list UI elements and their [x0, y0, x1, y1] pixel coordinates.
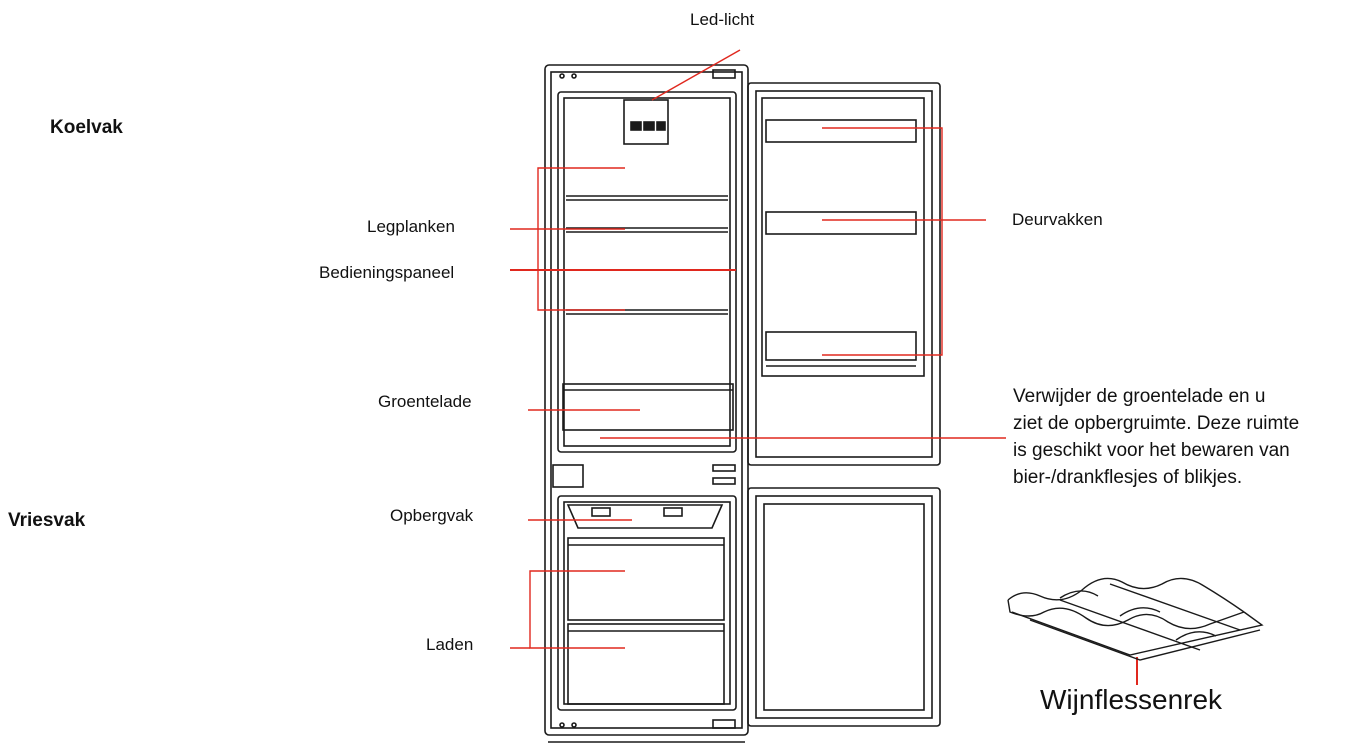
- wine-rack-label: Wijnflessenrek: [1040, 684, 1223, 715]
- crisper-label: Groentelade: [378, 392, 472, 411]
- note-line-2: ziet de opbergruimte. Deze ruimte: [1013, 413, 1300, 434]
- fridge-body: [544, 64, 749, 743]
- freezer-section-title: Vriesvak: [8, 510, 86, 531]
- led-light-label: Led-licht: [690, 10, 755, 29]
- crisper-note: Verwijder de groentelade en u ziet de op…: [1013, 383, 1299, 491]
- fridge-section-title: Koelvak: [50, 117, 123, 138]
- door-panels: [747, 82, 941, 727]
- note-line-1: Verwijder de groentelade en u: [1013, 386, 1266, 407]
- door-racks-label: Deurvakken: [1012, 210, 1103, 229]
- storage-label: Opbergvak: [390, 506, 474, 525]
- note-line-3: is geschikt voor het bewaren van: [1013, 440, 1290, 461]
- control-panel-label: Bedieningspaneel: [319, 263, 455, 282]
- note-line-4: bier-/drankflesjes of blikjes.: [1013, 467, 1243, 488]
- shelves-label: Legplanken: [367, 217, 455, 236]
- leader-lines: [510, 49, 1138, 685]
- wine-rack-illustration: [1007, 577, 1264, 661]
- drawers-label: Laden: [426, 635, 474, 654]
